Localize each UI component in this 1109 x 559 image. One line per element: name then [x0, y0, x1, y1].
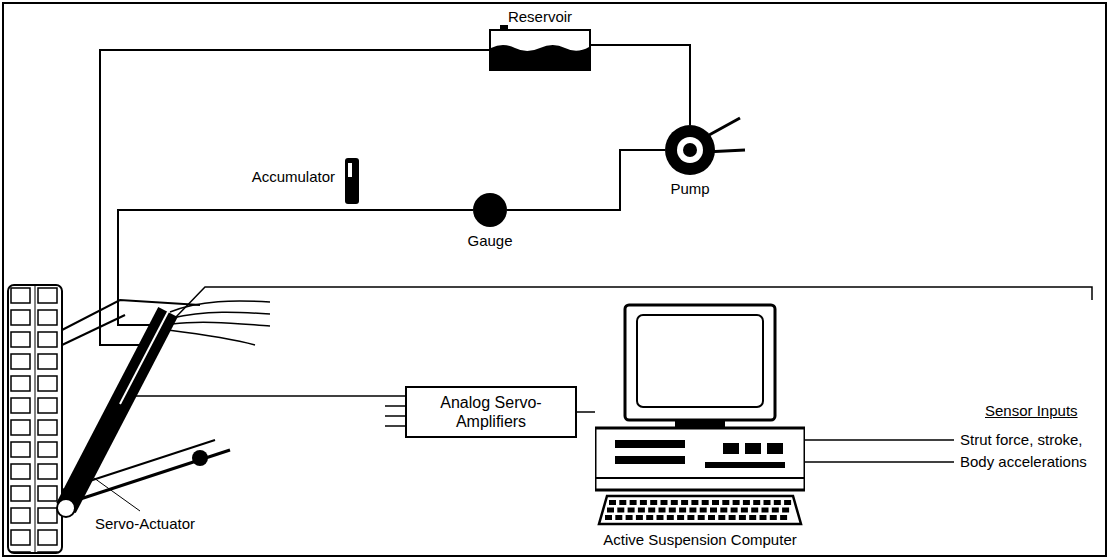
signal-wire — [577, 411, 595, 413]
leader-line — [94, 478, 140, 511]
computer-illustration: Active Suspension Computer — [595, 300, 805, 555]
servo-actuator-assembly — [57, 300, 270, 517]
part-label: Gauge — [467, 232, 512, 250]
part-label: Pump — [670, 180, 709, 198]
computer-symbol — [595, 300, 805, 555]
hydraulic-line — [100, 45, 690, 345]
part-label: Sensor Inputs — [985, 402, 1078, 420]
signal-wire — [135, 396, 405, 426]
accumulator-symbol — [345, 158, 359, 204]
signal-wire — [805, 440, 954, 462]
pump-symbol — [665, 118, 745, 175]
computer-label: Active Suspension Computer — [595, 531, 805, 549]
box-label: Analog Servo-Amplifiers — [415, 393, 567, 431]
part-label: Body accelerations — [960, 453, 1087, 471]
part-label: Reservoir — [508, 8, 572, 26]
part-label: Servo-Actuator — [95, 515, 195, 533]
part-label: Accumulator — [252, 168, 335, 186]
reservoir-symbol — [490, 25, 590, 70]
frame — [3, 3, 1106, 556]
gauge-symbol — [473, 193, 507, 227]
tire — [8, 285, 62, 553]
part-label: Strut force, stroke, — [960, 431, 1083, 449]
amplifier-box: Analog Servo-Amplifiers — [405, 386, 577, 438]
